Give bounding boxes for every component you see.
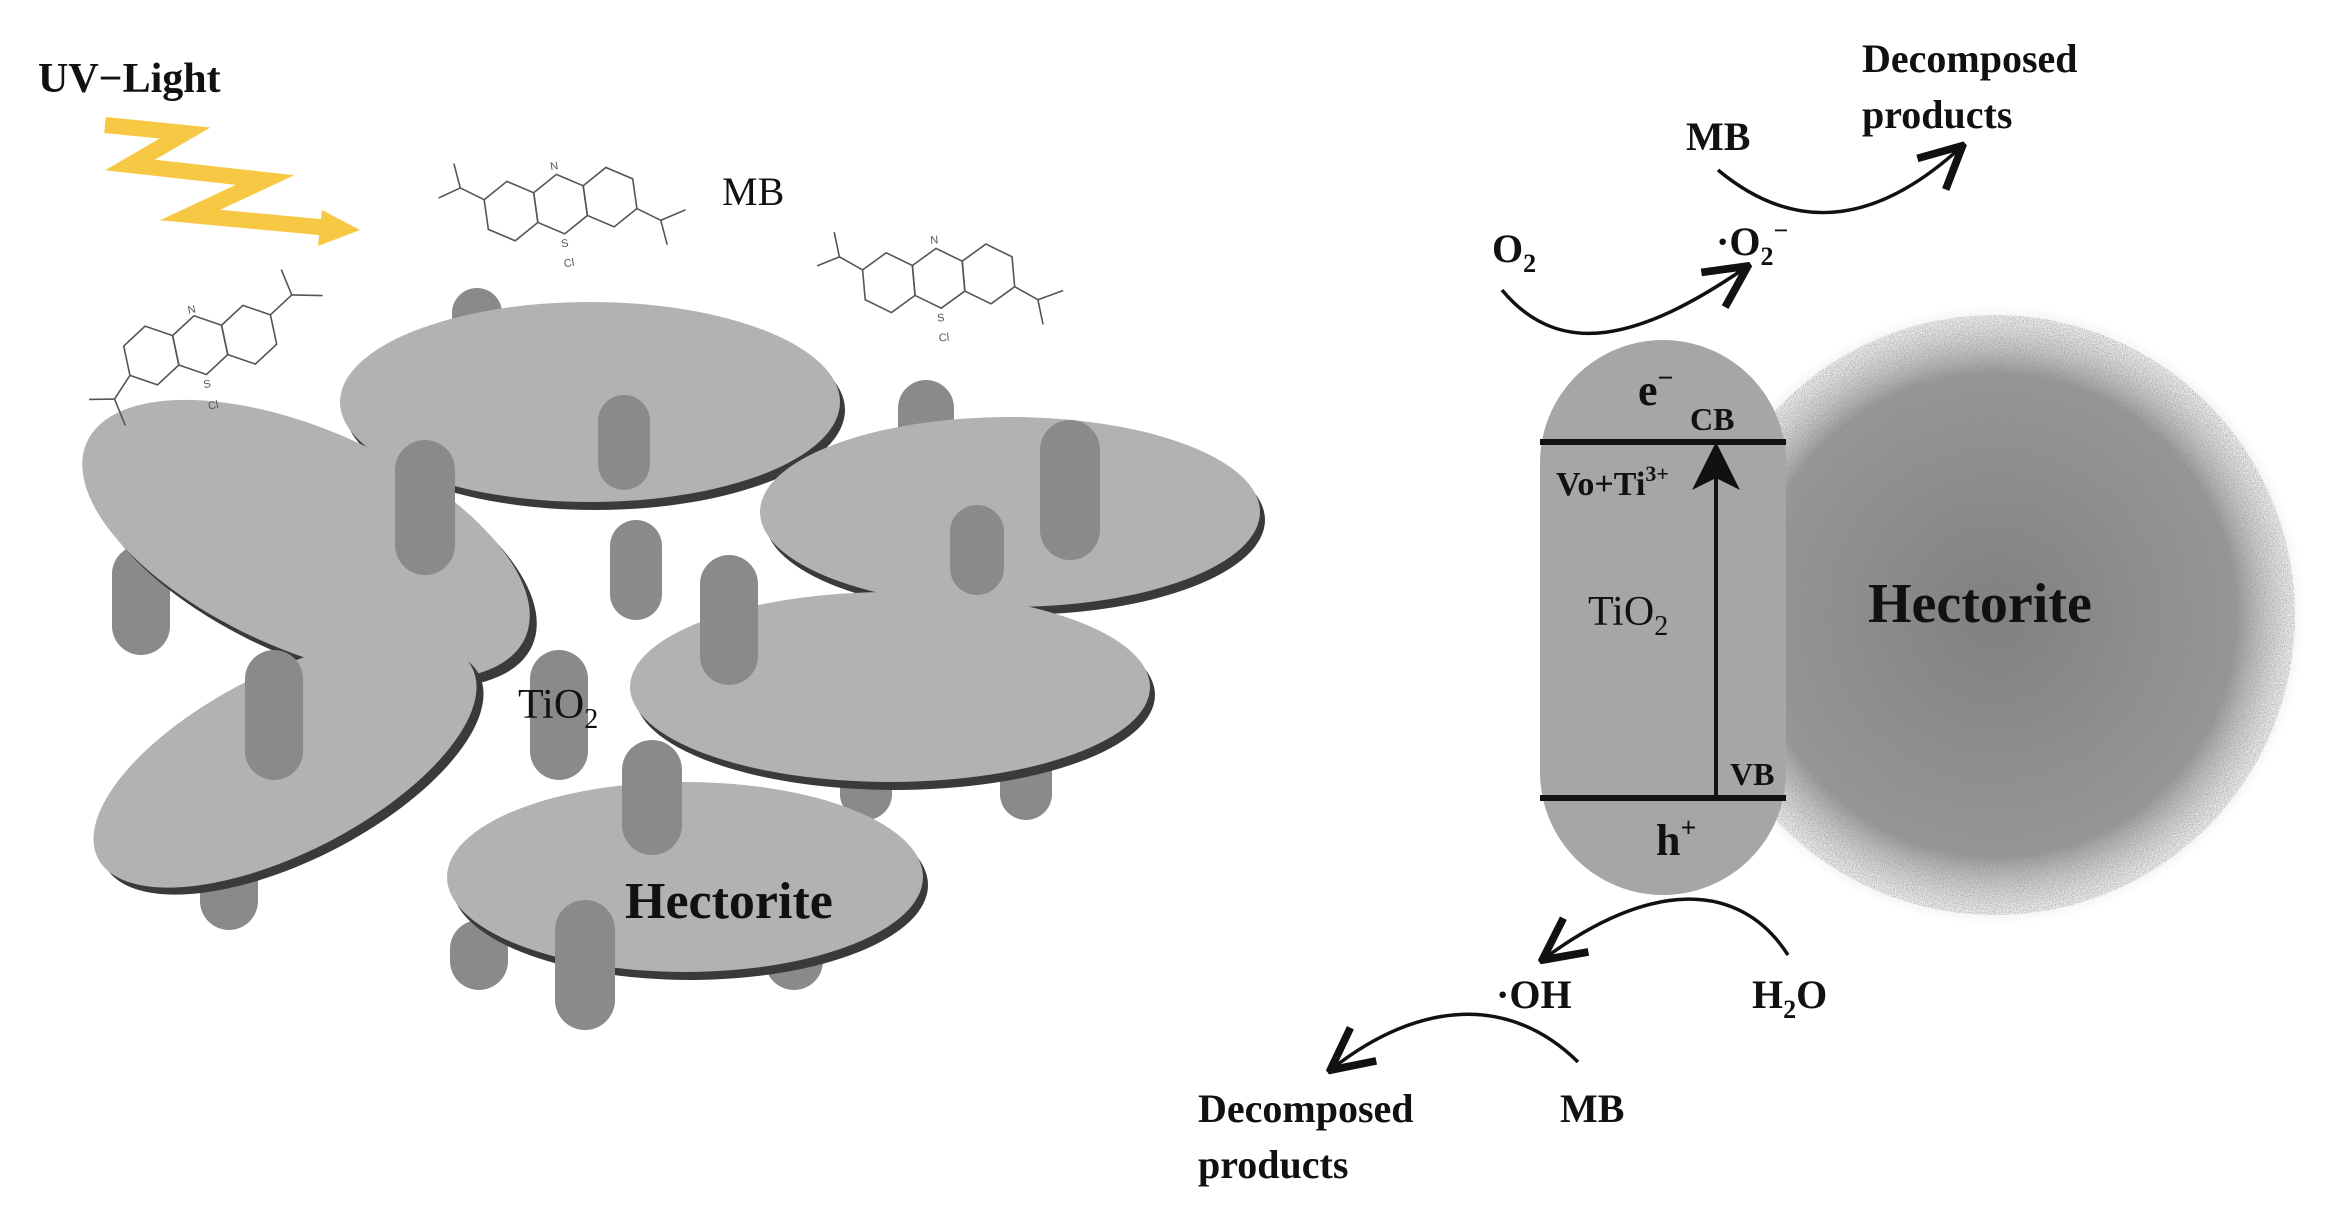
left-panel: N S Cl N S Cl N (38, 56, 1265, 1030)
uv-lightning-icon (104, 117, 331, 236)
superoxide-label: ·O2− (1716, 216, 1788, 271)
clay-disks (82, 302, 1265, 1030)
mb-bottom-label: MB (1560, 1086, 1624, 1131)
h2o-label: H2O (1752, 972, 1827, 1024)
defect-label: Vo+Ti3+ (1556, 461, 1669, 503)
hole-label: h+ (1656, 813, 1696, 865)
tio2-label: TiO2 (518, 682, 598, 735)
mb-oxidation-arrow-bottom (1333, 1012, 1580, 1068)
mb-oxidation-arrow-top (1716, 148, 1960, 215)
right-panel: CB VB e− h+ Vo+Ti3+ TiO2 Hectorite O2 ·O… (1198, 36, 2305, 1187)
o2-label: O2 (1492, 226, 1536, 278)
chloride-atom: Cl (938, 332, 949, 345)
mb-molecule-1: N S Cl (89, 269, 323, 426)
clay-disk-2 (760, 417, 1265, 615)
decomposed-top-line1: Decomposed (1862, 36, 2078, 81)
sulfur-atom: S (560, 237, 569, 250)
electron-label: e− (1638, 363, 1674, 415)
cloud-hectorite-label: Hectorite (1868, 573, 2092, 635)
clay-disk-1 (340, 302, 845, 510)
decomposed-bottom-line2: products (1198, 1142, 1348, 1187)
rod-tio2-label: TiO2 (1588, 589, 1668, 642)
nitrogen-atom: N (549, 160, 559, 173)
mb-label: MB (722, 169, 784, 214)
h2o-oxidation-arrow (1545, 897, 1790, 958)
clay-disk-4 (630, 592, 1155, 790)
mb-molecule-3: N S Cl (816, 232, 1064, 345)
vb-label: VB (1730, 756, 1774, 792)
uv-arrowhead-icon (318, 210, 360, 246)
hectorite-label: Hectorite (625, 873, 833, 930)
mb-top-label: MB (1686, 114, 1750, 159)
mb-molecule-2: N S Cl (438, 160, 686, 270)
nitrogen-atom: N (187, 303, 197, 316)
sulfur-atom: S (202, 378, 212, 391)
cb-label: CB (1690, 401, 1734, 437)
chloride-atom: Cl (563, 257, 575, 270)
decomposed-bottom-line1: Decomposed (1198, 1086, 1414, 1131)
uv-light-label: UV−Light (38, 56, 221, 102)
nitrogen-atom: N (930, 234, 939, 247)
o2-reduction-arrow (1500, 268, 1745, 336)
clay-disk-3 (82, 399, 537, 689)
hydroxyl-label: ·OH (1496, 972, 1572, 1017)
decomposed-top-line2: products (1862, 92, 2012, 137)
sulfur-atom: S (937, 312, 945, 325)
chloride-atom: Cl (207, 399, 220, 413)
